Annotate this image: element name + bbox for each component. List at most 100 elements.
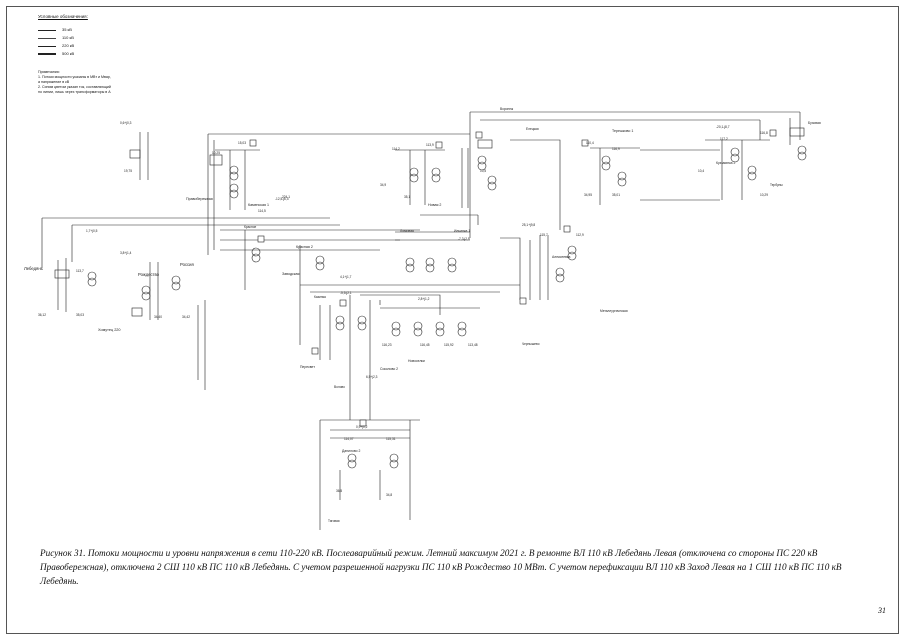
value-label: 0,6+j0,3: [120, 121, 132, 125]
value-label: 116,9: [612, 147, 620, 151]
figure-caption: Рисунок 31. Потоки мощности и уровни нап…: [40, 548, 842, 586]
station-label: Соколово 2: [380, 367, 398, 371]
station-label: Ломовая: [400, 229, 414, 233]
value-label: 113,48: [468, 343, 478, 347]
transformer-icon: [357, 321, 367, 331]
station-label: Пересвет: [300, 365, 315, 369]
breakers: [249, 129, 777, 427]
value-label: 4,1+j1,7: [340, 275, 352, 279]
station-label: Рождество: [138, 272, 160, 277]
transformer-icon: [315, 255, 325, 265]
value-label: 2,8+j1,2: [418, 297, 430, 301]
value-label: 10,5: [480, 169, 486, 173]
station-label: Металлургическая: [600, 309, 628, 313]
note-line: а напряжение в кВ: [38, 80, 70, 84]
value-label: 10,4: [698, 169, 704, 173]
station-label: Елецкая: [526, 127, 539, 131]
value-label: -5,5-j2,1: [340, 291, 352, 295]
value-label: 6,5+j2,3: [366, 375, 378, 379]
value-label: 115,92: [444, 343, 454, 347]
substation-kuzminka: [705, 127, 807, 200]
notes-title: Примечания:: [38, 70, 60, 74]
transformer-icon: [413, 321, 423, 331]
value-label: 110,4: [586, 141, 594, 145]
station-label: Новоселки: [408, 359, 425, 363]
transformer-icon: [405, 257, 415, 267]
transformer-icon: [601, 155, 611, 165]
transformer-icon: [730, 153, 740, 163]
station-label: Россия: [180, 262, 194, 267]
station-label: Казинка: [314, 295, 326, 299]
flow-values: 0,6+j0,3 19,75 15,03 10,25 224,1 114,5 1…: [38, 121, 768, 497]
transformer-icon: [171, 281, 181, 291]
station-label: Кузьминка 2: [716, 161, 735, 165]
legend-item: 35 кВ: [38, 26, 88, 34]
substation-ilyinka: [395, 231, 470, 273]
value-label: 114,2: [392, 147, 400, 151]
value-label: 36,5: [336, 489, 342, 493]
substation-novaya: [395, 149, 445, 205]
transformer-icon: [487, 181, 497, 191]
transformer-icon: [425, 257, 435, 267]
value-label: 34,8: [386, 493, 392, 497]
substation-top-left: [129, 132, 149, 180]
transformer-icon: [389, 453, 399, 463]
transformer-icon: [487, 175, 497, 185]
note-line: 2. Синим цветом указан ток, составляющий: [38, 85, 111, 89]
transformer-icon: [335, 321, 345, 331]
station-label: Тербуны: [770, 183, 783, 187]
transformer-icon: [425, 263, 435, 273]
station-label: Красное: [244, 225, 257, 229]
transformer-icon: [555, 273, 565, 283]
value-label: 3,8+j1,4: [120, 251, 132, 255]
transformer-icon: [229, 183, 239, 193]
value-label: -12,5-j6,3: [275, 197, 289, 201]
transformer-icon: [447, 263, 457, 273]
legend-notes: Примечания: 1. Потоки мощности указаны в…: [38, 70, 158, 95]
value-label: 1,7+j0,5: [86, 229, 98, 233]
transformer-icon: [730, 147, 740, 157]
legend-item: 220 кВ: [38, 42, 88, 50]
station-label: Новая 2: [428, 203, 441, 207]
station-label: Волово: [334, 385, 345, 389]
transformer-icon: [405, 263, 415, 273]
transformer-icon: [409, 173, 419, 183]
transformer-icon: [477, 155, 487, 165]
transformer-icon: [567, 251, 577, 261]
transformer-icon: [357, 315, 367, 325]
transformer-icon: [251, 247, 261, 257]
substation-rozhdestvo: [131, 262, 181, 320]
transformer-icon: [477, 161, 487, 171]
legend-item: 500 кВ: [38, 50, 88, 58]
value-label: 117,2: [720, 137, 728, 141]
note-line: 1. Потоки мощности указаны в МВт и Мвар,: [38, 75, 111, 79]
transformer-icon: [229, 171, 239, 181]
value-label: 35,01: [612, 193, 620, 197]
value-label: 35,03: [76, 313, 84, 317]
value-label: 112,9: [576, 233, 584, 237]
value-label: 116,8: [760, 131, 768, 135]
transformer-icon: [229, 189, 239, 199]
transformer-icon: [229, 165, 239, 175]
transformer-icon: [315, 261, 325, 271]
transformer-icon: [391, 327, 401, 337]
value-label: 115,7: [540, 233, 548, 237]
station-label: Бузовая: [808, 121, 821, 125]
station-label: Алексеевка: [552, 255, 570, 259]
value-label: 116,45: [420, 343, 430, 347]
transformer-icon: [251, 253, 261, 263]
value-label: 115,31: [386, 437, 396, 441]
value-label: 34,9: [380, 183, 386, 187]
station-label: Чернышево: [522, 342, 540, 346]
transformer-icon: [87, 277, 97, 287]
station-label: Тяговая: [328, 519, 340, 523]
substation-pravoberezhnaya: [209, 149, 260, 210]
value-label: 114,07: [344, 437, 354, 441]
value-label: 15,03: [238, 141, 246, 145]
station-label: Правобережная: [186, 197, 213, 201]
value-label: 0,9+j0,2: [356, 425, 368, 429]
transformer-icon: [447, 257, 457, 267]
transformer-icon: [567, 245, 577, 255]
substation-zavodskaya: [244, 230, 325, 290]
